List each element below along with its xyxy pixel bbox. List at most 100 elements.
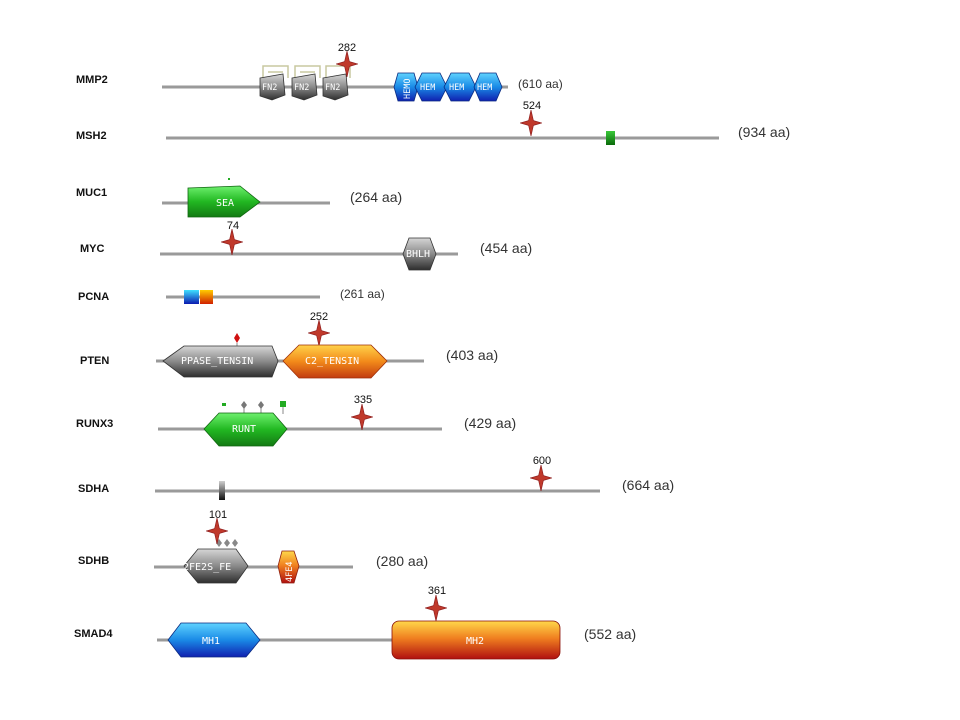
svg-text:252: 252 bbox=[310, 311, 328, 323]
protein-row-mmp2: MMP2 FN2 FN2 FN2 282 HEMO HEM bbox=[76, 42, 563, 102]
motif-box bbox=[219, 481, 225, 500]
svg-text:SEA: SEA bbox=[216, 198, 234, 209]
length-label-pten: (403 aa) bbox=[446, 347, 498, 363]
domain-runt: RUNT bbox=[203, 412, 288, 447]
mutation-marker-smad4: 361 bbox=[425, 585, 447, 621]
svg-text:FN2: FN2 bbox=[325, 83, 340, 93]
gene-label-msh2: MSH2 bbox=[76, 130, 107, 142]
svg-text:HEM: HEM bbox=[420, 83, 435, 93]
domain-hem: HEM bbox=[473, 72, 503, 102]
gene-label-pten: PTEN bbox=[80, 355, 109, 367]
disulfide-bridge bbox=[294, 65, 321, 78]
length-label-smad4: (552 aa) bbox=[584, 626, 636, 642]
domain-fn2: FN2 bbox=[322, 73, 349, 101]
mutation-star-icon bbox=[221, 229, 243, 255]
domain-hemo: HEMO bbox=[393, 72, 419, 102]
svg-text:C2_TENSIN: C2_TENSIN bbox=[305, 356, 359, 367]
domain-hem: HEM bbox=[414, 72, 448, 102]
domain-2fe2s-fe: 2FE2S_FE bbox=[183, 548, 249, 584]
length-label-myc: (454 aa) bbox=[480, 240, 532, 256]
svg-text:HEM: HEM bbox=[449, 83, 464, 93]
svg-text:FN2: FN2 bbox=[294, 83, 309, 93]
svg-text:4FE4: 4FE4 bbox=[285, 562, 295, 582]
motif-box bbox=[606, 131, 615, 145]
domain-mh2: MH2 bbox=[391, 620, 561, 660]
protein-row-msh2: MSH2 524 (934 aa) bbox=[76, 100, 790, 145]
mutation-star-icon bbox=[530, 465, 552, 491]
svg-text:361: 361 bbox=[428, 585, 446, 597]
protein-row-pten: PTEN PPASE_TENSIN 252 C2_TENSIN (403 aa) bbox=[80, 311, 498, 379]
mutation-marker-mmp2: 282 bbox=[336, 42, 358, 77]
mutation-marker-sdhb: 101 bbox=[206, 509, 228, 544]
site-marker bbox=[234, 333, 240, 343]
motif-box bbox=[184, 290, 199, 304]
length-label-sdha: (664 aa) bbox=[622, 477, 674, 493]
svg-text:MH1: MH1 bbox=[202, 636, 220, 647]
protein-row-sdhb: SDHB 2FE2S_FE 101 4FE4 (280 aa) bbox=[78, 509, 428, 584]
gene-label-sdhb: SDHB bbox=[78, 555, 109, 567]
mutation-star-icon bbox=[308, 320, 330, 346]
domain-fn2: FN2 bbox=[259, 73, 286, 101]
length-label-pcna: (261 aa) bbox=[340, 287, 385, 301]
domain-c2-tensin: C2_TENSIN bbox=[282, 344, 388, 379]
site-marker bbox=[228, 178, 230, 180]
site-marker bbox=[241, 401, 247, 414]
svg-text:BHLH: BHLH bbox=[406, 249, 430, 260]
svg-text:PPASE_TENSIN: PPASE_TENSIN bbox=[181, 356, 253, 367]
svg-text:600: 600 bbox=[533, 455, 551, 467]
svg-text:101: 101 bbox=[209, 509, 227, 521]
length-label-muc1: (264 aa) bbox=[350, 189, 402, 205]
disulfide-bridge bbox=[262, 65, 289, 78]
svg-text:MH2: MH2 bbox=[466, 636, 484, 647]
mutation-star-icon bbox=[520, 110, 542, 136]
length-label-msh2: (934 aa) bbox=[738, 124, 790, 140]
gene-label-runx3: RUNX3 bbox=[76, 418, 113, 430]
protein-row-runx3: RUNX3 RUNT 335 (429 aa) bbox=[76, 394, 516, 447]
mutation-star-icon bbox=[336, 51, 358, 77]
mutation-marker-msh2: 524 bbox=[520, 100, 542, 136]
domain-bhlh: BHLH bbox=[402, 237, 437, 271]
length-label-runx3: (429 aa) bbox=[464, 415, 516, 431]
gene-label-myc: MYC bbox=[80, 243, 105, 255]
mutation-marker-myc: 74 bbox=[221, 220, 243, 255]
site-marker bbox=[222, 403, 226, 406]
gene-label-sdha: SDHA bbox=[78, 483, 109, 495]
svg-text:RUNT: RUNT bbox=[232, 424, 256, 435]
gene-label-mmp2: MMP2 bbox=[76, 74, 108, 86]
svg-text:282: 282 bbox=[338, 42, 356, 54]
protein-row-myc: MYC 74 BHLH (454 aa) bbox=[80, 220, 532, 271]
svg-text:2FE2S_FE: 2FE2S_FE bbox=[183, 562, 231, 573]
domain-ppase-tensin: PPASE_TENSIN bbox=[162, 345, 279, 378]
mutation-star-icon bbox=[425, 595, 447, 621]
svg-text:FN2: FN2 bbox=[262, 83, 277, 93]
gene-label-smad4: SMAD4 bbox=[74, 628, 113, 640]
length-label-sdhb: (280 aa) bbox=[376, 553, 428, 569]
site-marker-cluster bbox=[216, 539, 238, 547]
gene-label-muc1: MUC1 bbox=[76, 187, 107, 199]
motif-box bbox=[200, 290, 213, 304]
protein-row-sdha: SDHA 600 (664 aa) bbox=[78, 455, 674, 500]
svg-text:74: 74 bbox=[227, 220, 239, 232]
gene-label-pcna: PCNA bbox=[78, 291, 109, 303]
mutation-marker-pten: 252 bbox=[308, 311, 330, 346]
protein-row-smad4: SMAD4 MH1 361 MH2 (552 aa) bbox=[74, 585, 636, 660]
mutation-marker-runx3: 335 bbox=[351, 394, 373, 430]
svg-text:HEM: HEM bbox=[477, 83, 492, 93]
disulfide-bridge bbox=[325, 65, 351, 78]
mutation-star-icon bbox=[351, 404, 373, 430]
svg-text:524: 524 bbox=[523, 100, 541, 112]
protein-row-pcna: PCNA (261 aa) bbox=[78, 287, 385, 304]
domain-sea: SEA bbox=[187, 185, 261, 218]
svg-text:HEMO: HEMO bbox=[403, 79, 413, 99]
site-marker bbox=[258, 401, 264, 414]
domain-hem: HEM bbox=[443, 72, 477, 102]
length-label-mmp2: (610 aa) bbox=[518, 77, 563, 91]
mutation-star-icon bbox=[206, 518, 228, 544]
protein-row-muc1: MUC1 SEA (264 aa) bbox=[76, 178, 402, 218]
mutation-marker-sdha: 600 bbox=[530, 455, 552, 491]
domain-mh1: MH1 bbox=[167, 622, 261, 658]
domain-fn2: FN2 bbox=[291, 73, 318, 101]
site-marker bbox=[280, 401, 286, 414]
domain-4fe4: 4FE4 bbox=[277, 550, 300, 584]
